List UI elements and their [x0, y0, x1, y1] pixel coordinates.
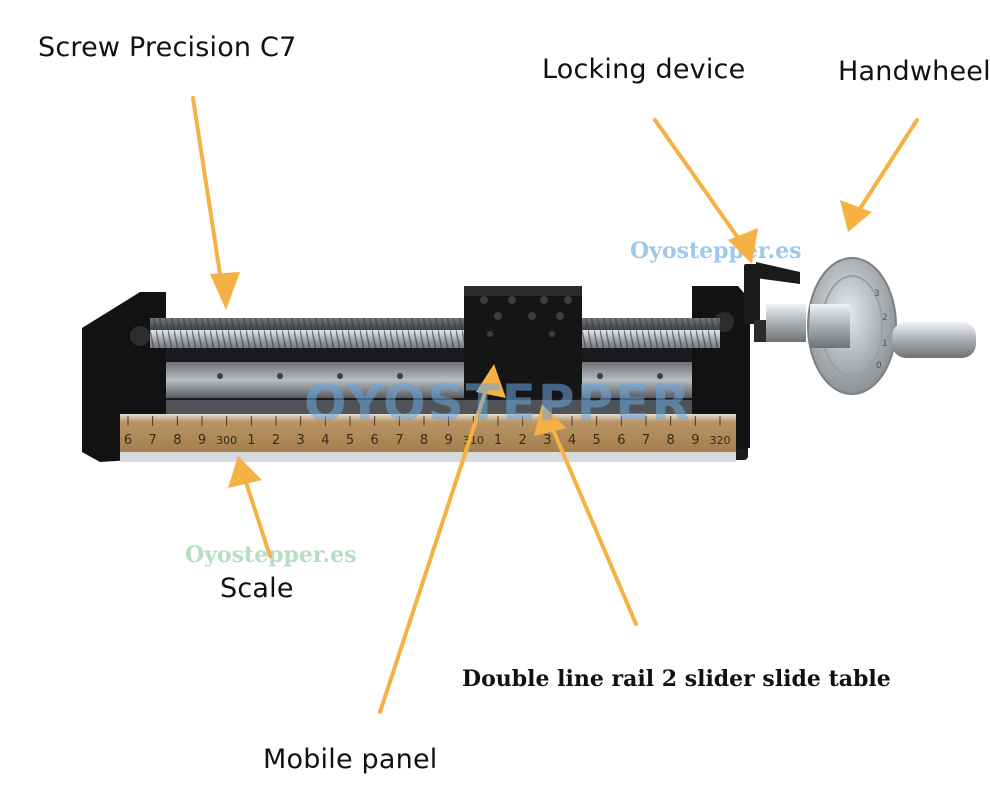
scale-tick-label: 9	[691, 433, 699, 448]
scale-tick-label: 7	[149, 433, 157, 448]
scale-tick-label: 3	[543, 433, 551, 448]
label-slide-table: Double line rail 2 slider slide table	[462, 666, 891, 692]
scale-tick-label: 4	[568, 433, 576, 448]
scale-tick-label: 6	[124, 433, 132, 448]
scale-tick-label: 3	[297, 433, 305, 448]
scale-tick-label: 8	[420, 433, 428, 448]
scale-bar	[120, 414, 736, 462]
arrow-screw	[191, 96, 226, 302]
arrow-handwheel-head	[840, 200, 872, 232]
scale-tick-label: 7	[395, 433, 403, 448]
mobile-panel	[464, 286, 582, 398]
arrow-locking	[653, 118, 750, 254]
watermark-top: Oyostepper.es	[630, 238, 802, 264]
scale-tick-label: 6	[371, 433, 379, 448]
arrow-scale-head	[228, 456, 262, 488]
label-locking-device: Locking device	[542, 54, 746, 85]
watermark-center: OYOSTEPPER	[304, 374, 692, 432]
label-handwheel: Handwheel	[838, 56, 990, 87]
label-scale: Scale	[220, 573, 294, 604]
scale-tick-label: 1	[247, 433, 255, 448]
scale-tick-label: 5	[346, 433, 354, 448]
scale-tick-label: 9	[445, 433, 453, 448]
arrow-panel	[378, 376, 492, 714]
svg-text:2: 2	[882, 313, 888, 323]
label-screw-precision: Screw Precision C7	[38, 32, 297, 63]
scale-tick-label: 8	[667, 433, 675, 448]
scale-tick-label: 320	[710, 434, 731, 447]
scale-tick-label: 8	[173, 433, 181, 448]
scale-tick-label: 7	[642, 433, 650, 448]
svg-text:3: 3	[874, 289, 880, 299]
scale-tick-label: 9	[198, 433, 206, 448]
arrow-panel-head	[476, 364, 506, 398]
arrow-handwheel	[852, 118, 919, 220]
scale-tick-label: 2	[272, 433, 280, 448]
scale-tick-label: 300	[216, 434, 237, 447]
scale-tick-label: 4	[321, 433, 329, 448]
scale-tick-label: 1	[494, 433, 502, 448]
svg-text:1: 1	[882, 339, 888, 349]
arrow-scale	[240, 468, 272, 558]
arrow-rail	[546, 416, 638, 626]
arrow-rail-head	[534, 404, 566, 436]
scale-tick-label: 2	[519, 433, 527, 448]
handwheel-grip	[892, 322, 976, 358]
handwheel: 3 2 1 0	[766, 257, 976, 395]
ball-screw	[150, 318, 720, 348]
scale-tick-label: 5	[593, 433, 601, 448]
svg-text:0: 0	[876, 361, 882, 371]
scale-tick-label: 6	[617, 433, 625, 448]
label-mobile-panel: Mobile panel	[263, 744, 438, 775]
arrow-screw-head	[210, 272, 240, 310]
arrow-locking-head	[728, 228, 758, 264]
